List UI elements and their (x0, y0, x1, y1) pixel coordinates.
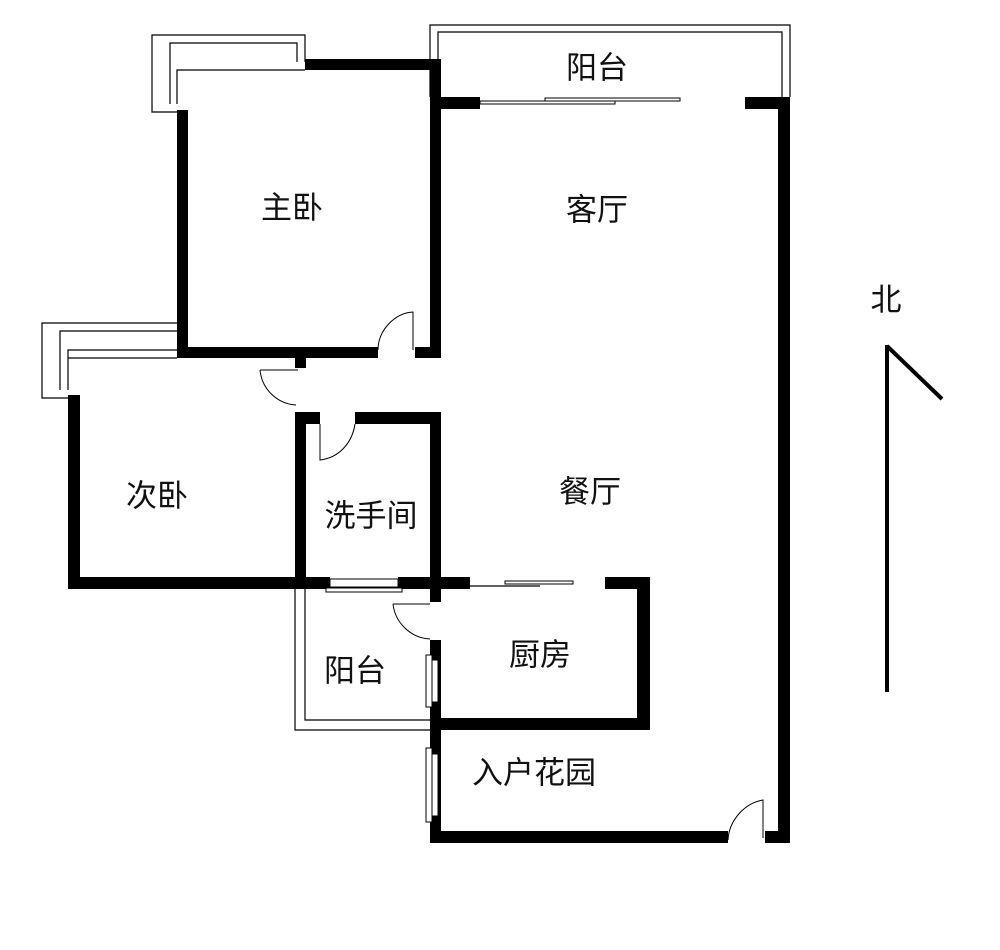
walls (68, 59, 790, 843)
room-label-balcony-north: 阳台 (566, 51, 628, 87)
west-balcony-outline (294, 589, 430, 731)
room-label-dining-room: 餐厅 (559, 475, 621, 511)
room-label-entry-garden: 入户花园 (472, 756, 596, 792)
room-label-bathroom: 洗手间 (325, 499, 418, 535)
room-label-kitchen: 厨房 (509, 638, 571, 674)
doors (259, 311, 764, 841)
second-bedroom-bay-window (41, 322, 177, 399)
compass-label: 北 (871, 283, 902, 319)
windows (325, 97, 681, 823)
room-label-living-room: 客厅 (566, 193, 628, 229)
room-label-master-bedroom: 主卧 (261, 191, 323, 227)
room-label-second-bedroom: 次卧 (126, 479, 188, 515)
master-bay-window (151, 34, 306, 113)
north-arrow-icon: 北 (871, 283, 944, 692)
room-label-balcony-west: 阳台 (324, 654, 386, 690)
